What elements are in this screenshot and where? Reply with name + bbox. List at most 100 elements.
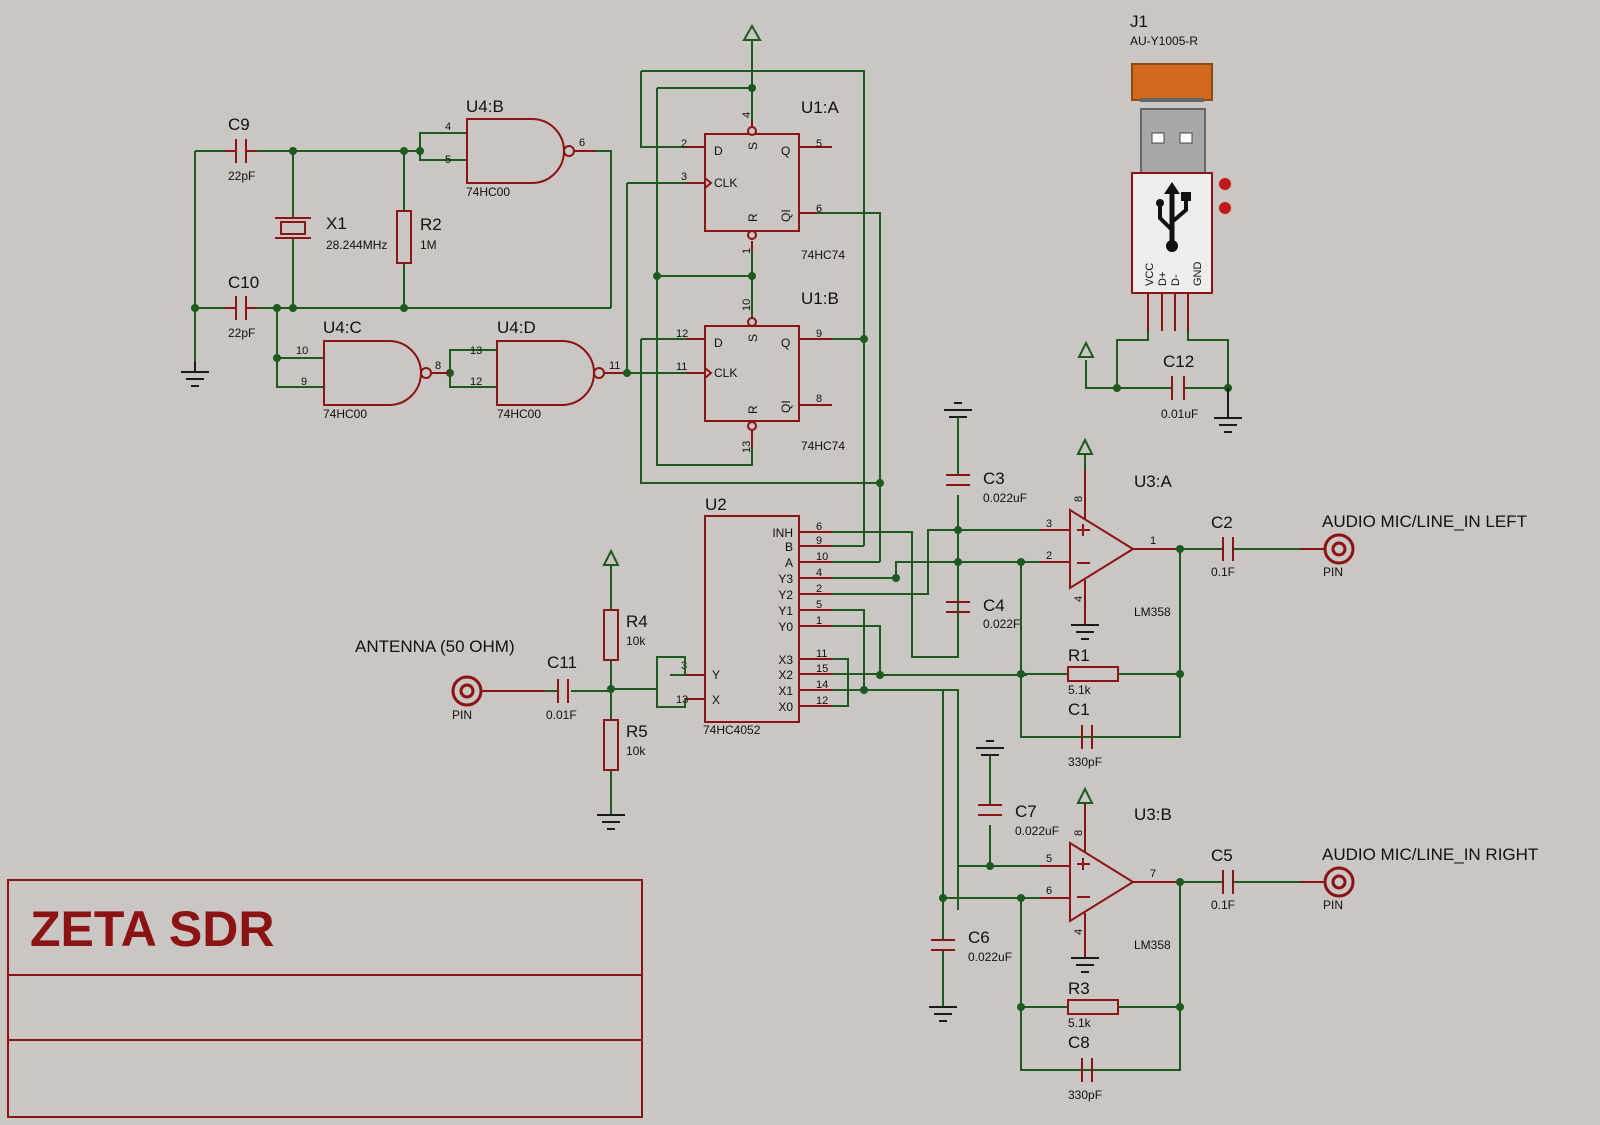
c6-name: C6	[968, 928, 990, 947]
c3-name: C3	[983, 469, 1005, 488]
j1-pin-vcc: VCC	[1144, 263, 1156, 286]
antenna-pin-label: PIN	[452, 708, 472, 722]
j1-pin-dplus: D+	[1157, 272, 1169, 286]
ground-symbol	[1071, 624, 1099, 640]
r1-name: R1	[1068, 646, 1090, 665]
c4-name: C4	[983, 596, 1005, 615]
u1a-r-label: R	[746, 213, 760, 222]
u3b-name: U3:B	[1134, 805, 1172, 824]
j1-pin-dminus: D-	[1170, 274, 1182, 286]
u3a-pin: 8	[1073, 496, 1085, 502]
antenna-label: ANTENNA (50 OHM)	[355, 637, 515, 656]
out-right-pin: PIN	[1323, 898, 1343, 912]
nand-gate-u4b: U4:B 74HC00 4 5 6	[445, 97, 595, 199]
r4-name: R4	[626, 612, 648, 631]
c7-value: 0.022uF	[1015, 824, 1059, 838]
u1b-name: U1:B	[801, 289, 839, 308]
u1b-pin: 13	[741, 441, 753, 453]
u1a-clk-label: CLK	[714, 176, 737, 190]
u2-pin-label: Y0	[778, 620, 793, 634]
u1a-pin: 3	[681, 171, 687, 183]
mixer-wiring	[832, 529, 1040, 910]
u4d-name: U4:D	[497, 318, 536, 337]
ground-symbol	[1071, 957, 1099, 973]
u4d-part: 74HC00	[497, 407, 541, 421]
u1b-s-label: S	[746, 334, 760, 342]
r2-name: R2	[420, 215, 442, 234]
resistor-r5: R5 10k	[603, 719, 648, 771]
u1a-pin: 2	[681, 138, 687, 150]
u1b-r-label: R	[746, 405, 760, 414]
u2-pin-label: B	[785, 540, 793, 554]
ground-symbol	[929, 1006, 957, 1022]
u2-y-label: Y	[712, 668, 720, 682]
left-channel: C3 0.022uF C4 0.022F 3 2 1 8 4 U3:A LM35…	[944, 402, 1527, 769]
c5-name: C5	[1211, 846, 1233, 865]
u1b-pin: 12	[676, 328, 688, 340]
u1a-part: 74HC74	[801, 248, 845, 262]
u4b-pin: 5	[445, 154, 451, 166]
vcc-arrow-symbol	[602, 548, 620, 566]
u1b-qi-label: QI	[779, 400, 793, 413]
u3b-pin: 7	[1150, 868, 1156, 880]
u1a-name: U1:A	[801, 98, 839, 117]
u1a-pin: 4	[741, 112, 753, 118]
x1-name: X1	[326, 214, 347, 233]
vcc-arrow-symbol	[742, 23, 762, 120]
c9-value: 22pF	[228, 169, 255, 183]
u3a-part: LM358	[1134, 605, 1171, 619]
vcc-arrow-symbol	[1076, 786, 1094, 804]
u2-pin-number: 9	[816, 535, 822, 547]
c8-value: 330pF	[1068, 1088, 1102, 1102]
c10-value: 22pF	[228, 326, 255, 340]
u4b-part: 74HC00	[466, 185, 510, 199]
r1-value: 5.1k	[1068, 683, 1092, 697]
flip-flop-u1b: D CLK Q QI S R 10 12 11 9 8 13 U1:B 74HC…	[676, 289, 845, 453]
c1-value: 330pF	[1068, 755, 1102, 769]
u1b-pin: 11	[676, 361, 687, 373]
u4c-pin: 10	[296, 345, 308, 357]
u1b-pin: 9	[816, 328, 822, 340]
u2-pin-label: X1	[778, 684, 793, 698]
c12-name: C12	[1163, 352, 1194, 371]
c1-name: C1	[1068, 700, 1090, 719]
vcc-arrow-symbol	[1077, 340, 1095, 358]
u4b-pin: 4	[445, 121, 451, 133]
u2-pin-label: X2	[778, 668, 793, 682]
j1-part: AU-Y1005-R	[1130, 34, 1198, 48]
u1b-clk-label: CLK	[714, 366, 737, 380]
c8-name: C8	[1068, 1033, 1090, 1052]
u2-part: 74HC4052	[703, 723, 761, 737]
u2-pin-label: Y3	[778, 572, 793, 586]
c2-name: C2	[1211, 513, 1233, 532]
r5-value: 10k	[626, 744, 646, 758]
u2-pin-number: 6	[816, 521, 822, 533]
ground-symbol	[944, 402, 972, 418]
u2-pin-label: INH	[772, 526, 793, 540]
ground-symbol	[976, 740, 1004, 756]
j1-pin-gnd: GND	[1192, 262, 1204, 287]
u3b-part: LM358	[1134, 938, 1171, 952]
c10-name: C10	[228, 273, 259, 292]
u4d-pin: 11	[609, 360, 620, 372]
u2-pin-number: 15	[816, 663, 828, 675]
x1-value: 28.244MHz	[326, 238, 387, 252]
u3a-name: U3:A	[1134, 472, 1172, 491]
ground-symbol	[1214, 388, 1242, 433]
u3a-pin: 1	[1150, 535, 1156, 547]
u2-x-label: X	[712, 693, 720, 707]
c7-name: C7	[1015, 802, 1037, 821]
u1b-d-label: D	[714, 336, 723, 350]
nand-gate-u4c: U4:C 74HC00 10 9 8	[296, 318, 450, 421]
u1a-pin: 6	[816, 203, 822, 215]
u2-name: U2	[705, 495, 727, 514]
u3b-pin: 5	[1046, 853, 1052, 865]
c12-value: 0.01uF	[1161, 407, 1198, 421]
out-left-pin: PIN	[1323, 565, 1343, 579]
u2-pin-label: X0	[778, 700, 793, 714]
resistor-r4: R4 10k	[603, 609, 648, 661]
u4c-pin: 9	[301, 376, 307, 388]
c11-name: C11	[547, 653, 577, 672]
